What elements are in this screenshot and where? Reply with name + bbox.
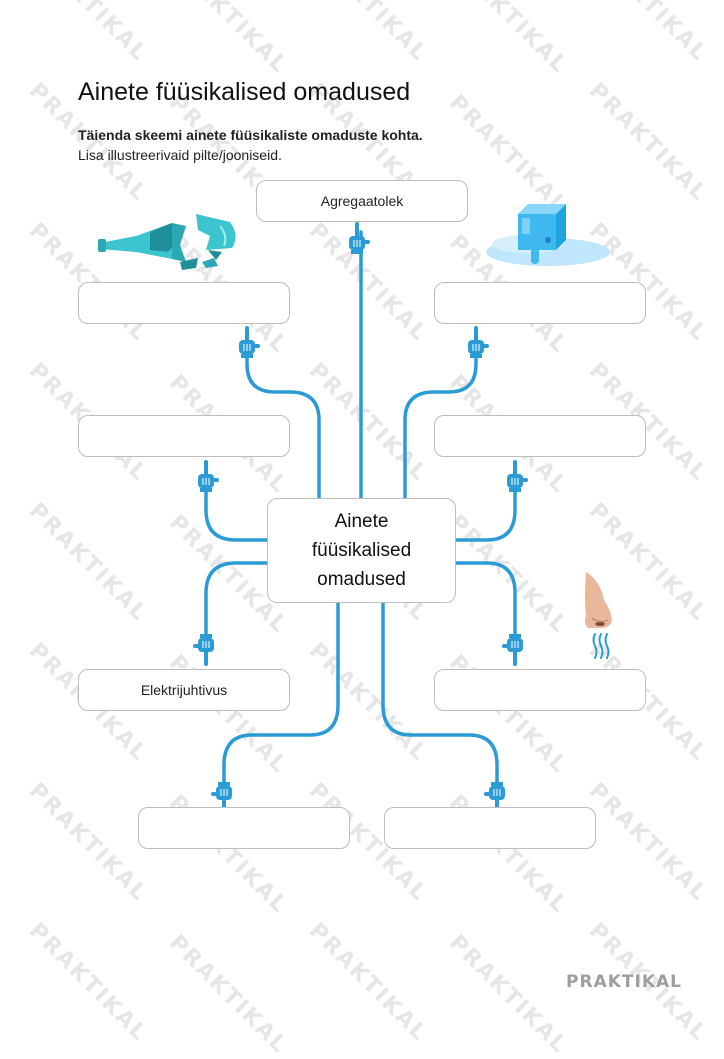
pointing-hand-icon <box>192 633 215 667</box>
box-left-1[interactable] <box>78 282 290 324</box>
brand-logo: PRAKTIKAL <box>566 972 682 992</box>
broken-bottle-icon <box>98 214 236 270</box>
box-top-label: Agregaatolek <box>320 193 404 209</box>
central-topic-line-2: füüsikalised <box>311 540 412 561</box>
pointing-hand-icon <box>197 459 220 493</box>
box-bottom-right[interactable] <box>384 807 596 849</box>
central-topic-box: Ainete füüsikalised omadused <box>267 498 456 603</box>
connector-right-2 <box>454 472 517 542</box>
instruction-line-2: Lisa illustreerivaid pilte/jooniseid. <box>78 147 282 163</box>
connector-left-2 <box>204 472 269 542</box>
pointing-hand-icon <box>467 325 490 359</box>
connector-bottom-right <box>381 601 499 787</box>
connector-bottom-left <box>222 601 340 787</box>
central-topic-line-1: Ainete <box>334 511 389 532</box>
connector-lines <box>204 230 517 787</box>
box-left-3-label: Elektrijuhtivus <box>140 682 228 698</box>
box-right-3[interactable] <box>434 669 646 711</box>
box-top[interactable]: Agregaatolek <box>256 180 468 222</box>
pointing-hand-icon <box>238 325 261 359</box>
box-left-3[interactable]: Elektrijuhtivus <box>78 669 290 711</box>
pointing-hand-icon <box>348 221 371 255</box>
box-right-2[interactable] <box>434 415 646 457</box>
mind-map-diagram <box>98 204 612 815</box>
melting-ice-cube-icon <box>486 204 610 266</box>
nose-smell-icon <box>584 572 612 659</box>
pointing-hand-icon <box>501 633 524 667</box>
box-bottom-left[interactable] <box>138 807 350 849</box>
connector-right-3 <box>454 561 517 642</box>
page-title: Ainete füüsikalised omadused <box>78 78 411 106</box>
connector-right-1 <box>403 338 478 500</box>
box-right-1[interactable] <box>434 282 646 324</box>
connector-left-1 <box>245 338 321 500</box>
instruction-line-1: Täienda skeemi ainete füüsikaliste omadu… <box>78 127 423 143</box>
central-topic-line-3: omadused <box>317 569 406 590</box>
pointing-hand-icon <box>506 459 529 493</box>
box-left-2[interactable] <box>78 415 290 457</box>
connector-left-3 <box>204 561 269 642</box>
